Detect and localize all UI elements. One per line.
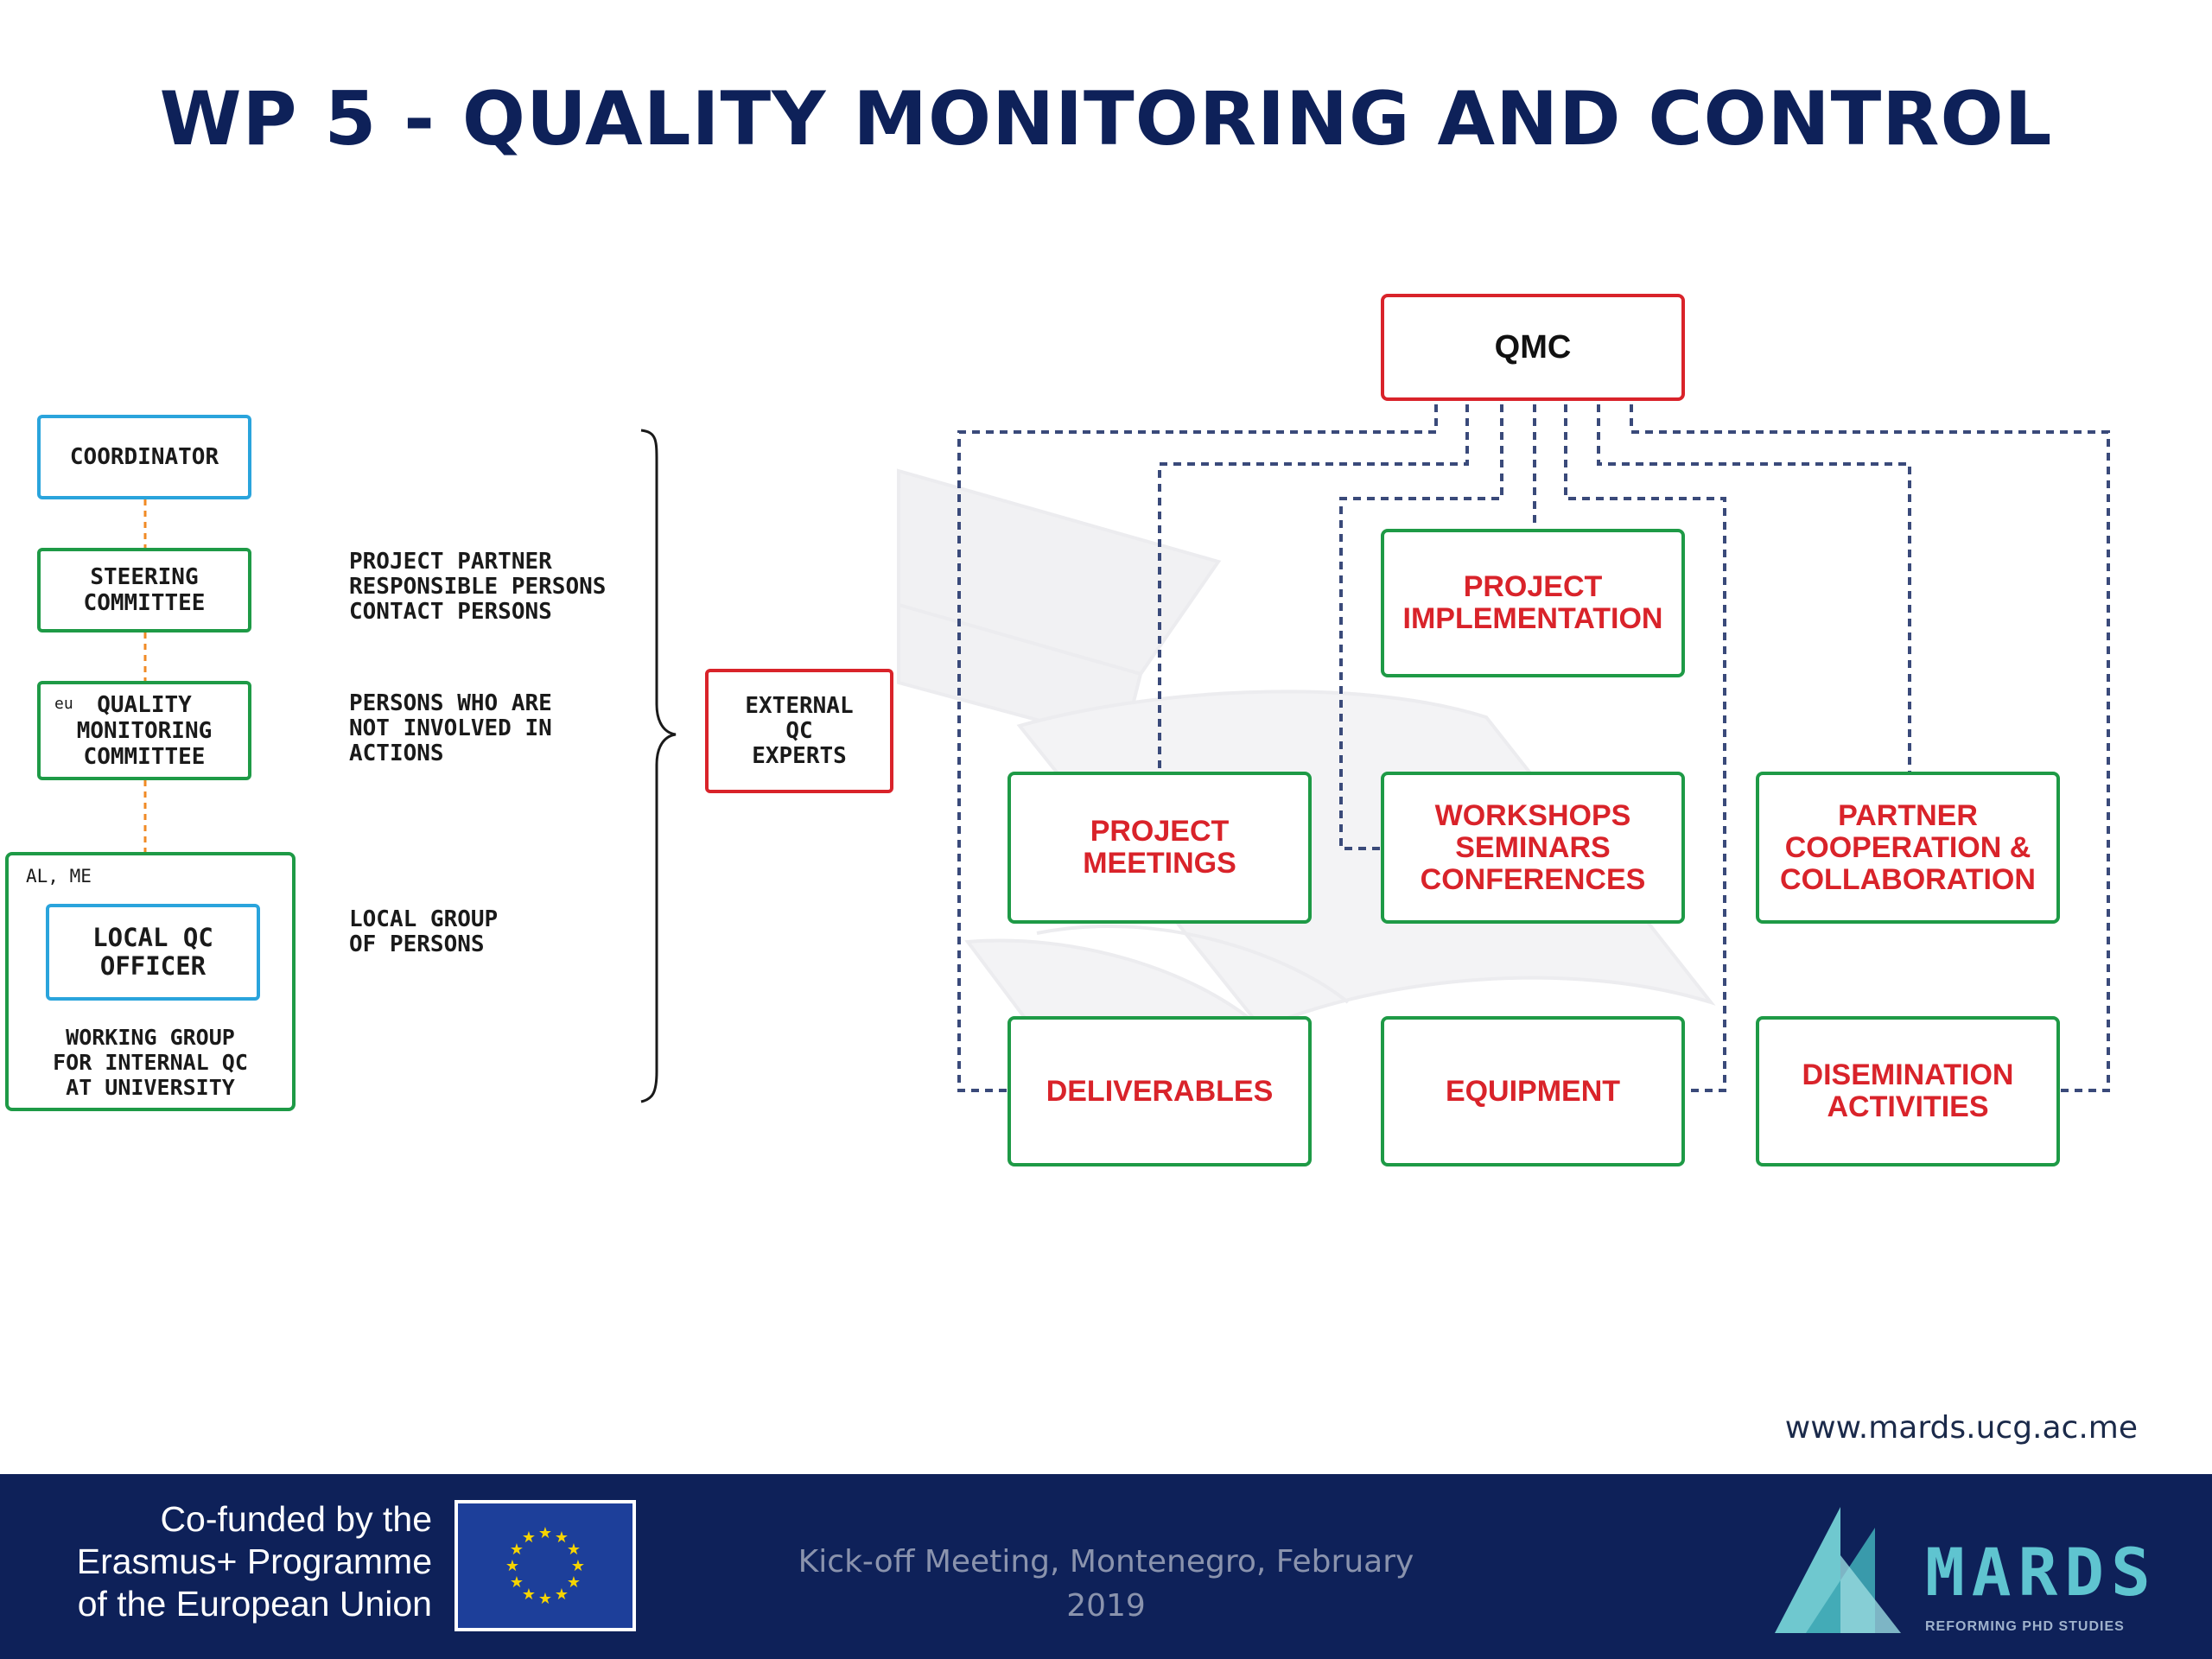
qmc-prefix-label: eu: [54, 695, 73, 713]
footer-bar: Co-funded by the Erasmus+ Programme of t…: [0, 1474, 2212, 1659]
partner-cooperation-box: PARTNER COOPERATION & COLLABORATION: [1756, 772, 2060, 924]
cofunded-text: Co-funded by the Erasmus+ Programme of t…: [76, 1499, 432, 1624]
svg-text:★: ★: [510, 1573, 524, 1592]
svg-text:★: ★: [538, 1524, 552, 1542]
not-involved-description: PERSONS WHO ARE NOT INVOLVED IN ACTIONS: [349, 690, 552, 766]
workshops-label: WORKSHOPS SEMINARS CONFERENCES: [1420, 798, 1646, 896]
partner-cooperation-label: PARTNER COOPERATION & COLLABORATION: [1780, 798, 2036, 896]
meeting-text: Kick-off Meeting, Montenegro, February 2…: [798, 1544, 1414, 1624]
local-group-description: LOCAL GROUP OF PERSONS: [349, 906, 499, 957]
project-meetings-box: PROJECT MEETINGS: [1007, 772, 1312, 924]
partners-description: PROJECT PARTNER RESPONSIBLE PERSONS CONT…: [349, 549, 607, 625]
website-link[interactable]: www.mards.ucg.ac.me: [1784, 1410, 2138, 1446]
local-qc-officer-box: LOCAL QC OFFICER: [46, 904, 260, 1001]
svg-text:★: ★: [555, 1529, 569, 1547]
page-title: WP 5 - QUALITY MONITORING AND CONTROL: [159, 76, 2053, 162]
project-meetings-label: PROJECT MEETINGS: [1083, 815, 1236, 880]
svg-text:★: ★: [567, 1541, 581, 1559]
svg-text:★: ★: [571, 1557, 585, 1575]
steering-committee-box: STEERING COMMITTEE: [37, 548, 251, 632]
brace-icon: [640, 429, 677, 1103]
workshops-box: WORKSHOPS SEMINARS CONFERENCES: [1381, 772, 1685, 924]
qmc-box: QMC: [1381, 294, 1685, 401]
working-group-label: WORKING GROUP FOR INTERNAL QC AT UNIVERS…: [53, 1025, 248, 1100]
svg-text:★: ★: [505, 1557, 519, 1575]
project-implementation-label: PROJECT IMPLEMENTATION: [1402, 570, 1663, 635]
eu-flag-icon: ★ ★ ★ ★ ★ ★ ★ ★ ★ ★ ★ ★: [454, 1500, 636, 1631]
svg-text:★: ★: [555, 1586, 569, 1604]
svg-text:★: ★: [522, 1586, 536, 1604]
mards-logo-text: MARDS: [1925, 1534, 2158, 1611]
local-qc-officer-label: LOCAL QC OFFICER: [92, 923, 213, 981]
svg-text:★: ★: [510, 1541, 524, 1559]
quality-monitoring-committee-box: eu QUALITY MONITORING COMMITTEE: [37, 681, 251, 780]
external-qc-experts-box: EXTERNAL QC EXPERTS: [705, 669, 893, 793]
university-group-box: AL, ME LOCAL QC OFFICER WORKING GROUP FO…: [5, 852, 296, 1111]
steering-committee-label: STEERING COMMITTEE: [83, 564, 206, 616]
dissemination-box: DISEMINATION ACTIVITIES: [1756, 1016, 2060, 1166]
svg-text:★: ★: [538, 1590, 552, 1608]
svg-text:★: ★: [522, 1529, 536, 1547]
quality-monitoring-committee-label: QUALITY MONITORING COMMITTEE: [76, 691, 213, 770]
project-implementation-box: PROJECT IMPLEMENTATION: [1381, 529, 1685, 677]
equipment-label: EQUIPMENT: [1445, 1074, 1621, 1108]
svg-text:★: ★: [567, 1573, 581, 1592]
mards-tagline: REFORMING PHD STUDIES: [1925, 1619, 2125, 1634]
equipment-box: EQUIPMENT: [1381, 1016, 1685, 1166]
qmc-label: QMC: [1494, 328, 1572, 365]
dissemination-label: DISEMINATION ACTIVITIES: [1802, 1058, 2014, 1123]
mards-logo-icon: [1775, 1507, 1901, 1633]
deliverables-label: DELIVERABLES: [1046, 1074, 1274, 1108]
deliverables-box: DELIVERABLES: [1007, 1016, 1312, 1166]
coordinator-box: COORDINATOR: [37, 415, 251, 499]
coordinator-label: COORDINATOR: [69, 444, 219, 470]
external-qc-experts-label: EXTERNAL QC EXPERTS: [745, 692, 854, 769]
region-label: AL, ME: [26, 866, 92, 887]
